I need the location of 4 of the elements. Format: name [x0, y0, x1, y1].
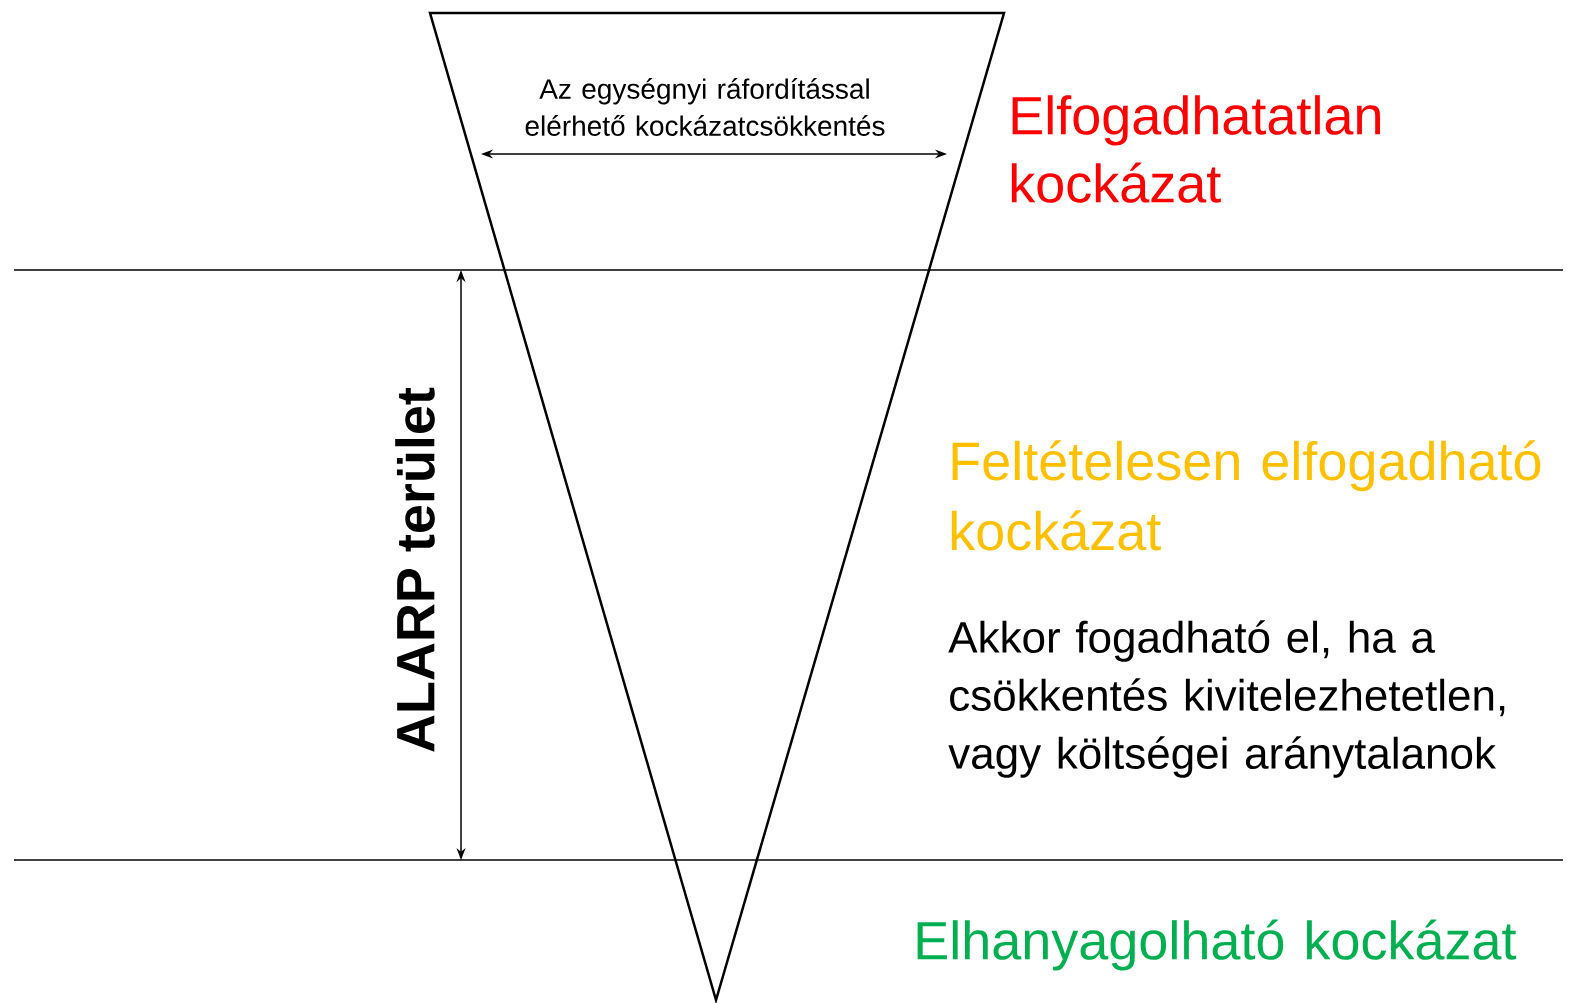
zone-label: Feltételesen elfogadható kockázat	[951, 440, 1541, 551]
zone-label: Elhanyagolható kockázat	[917, 919, 1517, 971]
region-label: ALARP terület	[395, 387, 435, 752]
note-text: Akkor fogadható el, ha a csökkentés kivitelezhetetlen, vagy költségei aránytalanok	[948, 620, 1505, 778]
